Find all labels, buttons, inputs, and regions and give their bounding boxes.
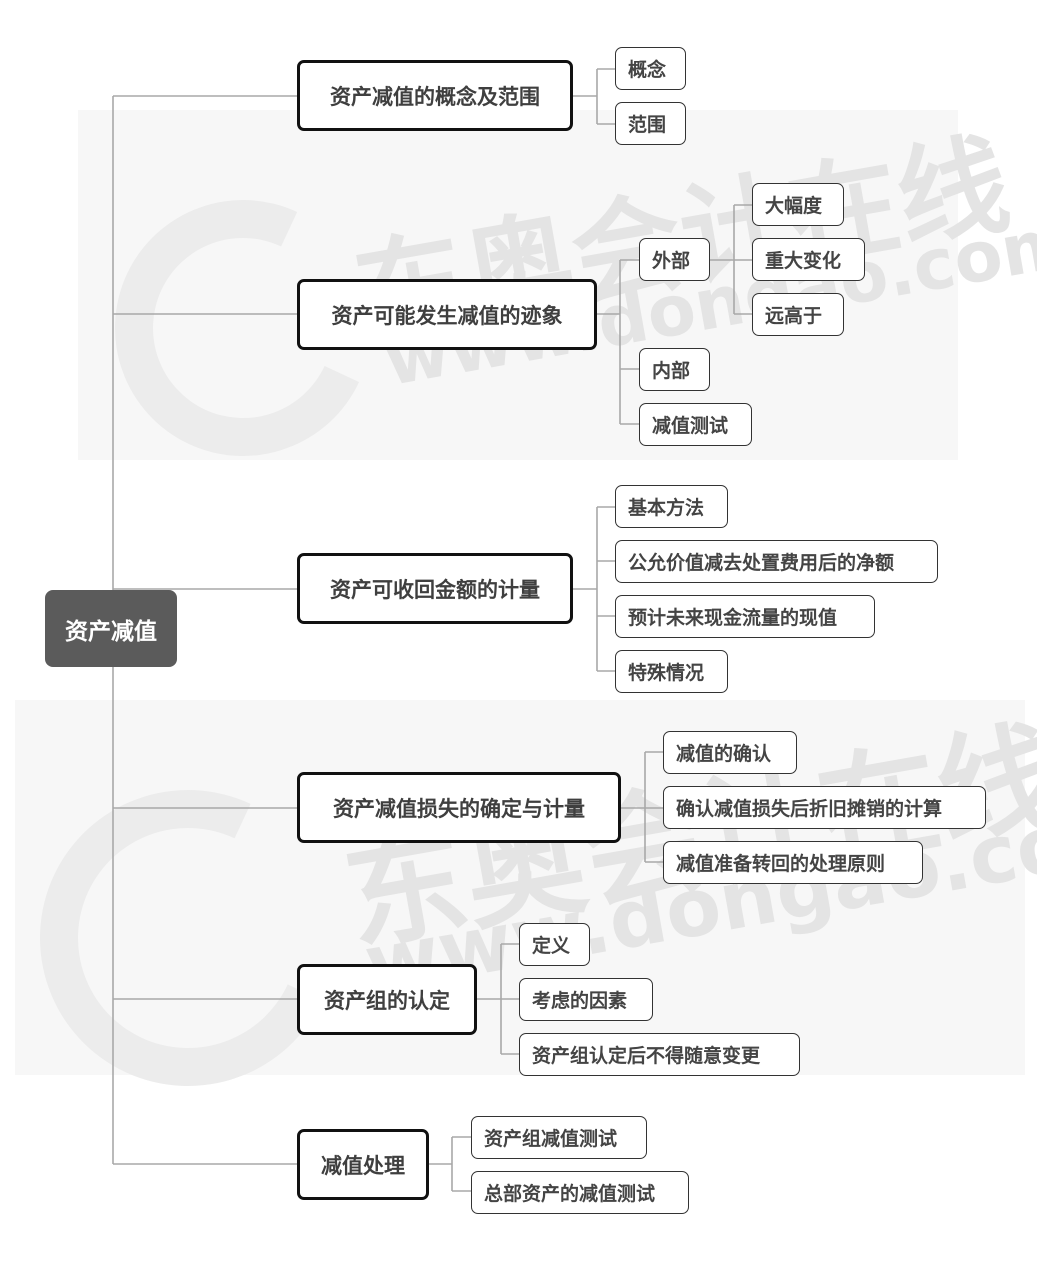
leaf-label: 定义 bbox=[532, 935, 571, 957]
leaf-label: 减值测试 bbox=[652, 415, 729, 437]
leaf-label: 确认减值损失后折旧摊销的计算 bbox=[676, 798, 943, 820]
branch-recoverable-amount[interactable]: 资产可收回金额的计量 bbox=[297, 553, 573, 624]
leaf-label: 重大变化 bbox=[765, 250, 842, 272]
branch-label: 资产组的认定 bbox=[324, 988, 450, 1013]
branch-label: 资产减值损失的确定与计量 bbox=[333, 796, 585, 821]
leaf-large-decline[interactable]: 大幅度 bbox=[752, 183, 844, 226]
branch-label: 资产减值的概念及范围 bbox=[330, 84, 540, 109]
leaf-external[interactable]: 外部 bbox=[639, 238, 710, 281]
leaf-label: 概念 bbox=[628, 59, 667, 81]
leaf-reversal-principle[interactable]: 减值准备转回的处理原则 bbox=[663, 841, 923, 884]
branch-label: 减值处理 bbox=[321, 1153, 405, 1178]
leaf-label: 公允价值减去处置费用后的净额 bbox=[628, 552, 895, 574]
leaf-label: 外部 bbox=[652, 250, 691, 272]
leaf-label: 特殊情况 bbox=[628, 662, 705, 684]
leaf-label: 远高于 bbox=[765, 305, 823, 327]
root-label: 资产减值 bbox=[65, 618, 157, 645]
leaf-present-value-cash-flows[interactable]: 预计未来现金流量的现值 bbox=[615, 595, 875, 638]
leaf-label: 总部资产的减值测试 bbox=[484, 1183, 656, 1205]
branch-label: 资产可能发生减值的迹象 bbox=[331, 303, 563, 328]
leaf-major-change[interactable]: 重大变化 bbox=[752, 238, 865, 281]
leaf-far-higher[interactable]: 远高于 bbox=[752, 293, 844, 336]
branch-concept-scope[interactable]: 资产减值的概念及范围 bbox=[297, 60, 573, 131]
leaf-corporate-asset-test[interactable]: 总部资产的减值测试 bbox=[471, 1171, 689, 1214]
leaf-label: 资产组认定后不得随意变更 bbox=[532, 1045, 761, 1067]
leaf-definition[interactable]: 定义 bbox=[519, 923, 590, 966]
branch-asset-group[interactable]: 资产组的认定 bbox=[297, 964, 477, 1035]
root-node[interactable]: 资产减值 bbox=[45, 590, 177, 667]
leaf-label: 范围 bbox=[628, 114, 667, 136]
branch-label: 资产可收回金额的计量 bbox=[330, 577, 540, 602]
leaf-label: 减值准备转回的处理原则 bbox=[676, 853, 886, 875]
leaf-no-arbitrary-change[interactable]: 资产组认定后不得随意变更 bbox=[519, 1033, 800, 1076]
leaf-fair-value-less-costs[interactable]: 公允价值减去处置费用后的净额 bbox=[615, 540, 938, 583]
branch-loss-measurement[interactable]: 资产减值损失的确定与计量 bbox=[297, 772, 621, 843]
branch-impairment-handling[interactable]: 减值处理 bbox=[297, 1129, 429, 1200]
leaf-basic-method[interactable]: 基本方法 bbox=[615, 485, 728, 528]
leaf-label: 内部 bbox=[652, 360, 691, 382]
branch-impairment-indicators[interactable]: 资产可能发生减值的迹象 bbox=[297, 279, 597, 350]
leaf-concept[interactable]: 概念 bbox=[615, 47, 686, 90]
leaf-depreciation-after-loss[interactable]: 确认减值损失后折旧摊销的计算 bbox=[663, 786, 986, 829]
leaf-impairment-test[interactable]: 减值测试 bbox=[639, 403, 752, 446]
leaf-label: 预计未来现金流量的现值 bbox=[628, 607, 838, 629]
leaf-factors[interactable]: 考虑的因素 bbox=[519, 978, 653, 1021]
leaf-label: 基本方法 bbox=[628, 497, 705, 519]
leaf-impairment-recognition[interactable]: 减值的确认 bbox=[663, 731, 797, 774]
leaf-label: 资产组减值测试 bbox=[484, 1128, 618, 1150]
leaf-label: 减值的确认 bbox=[676, 743, 772, 765]
leaf-scope[interactable]: 范围 bbox=[615, 102, 686, 145]
leaf-special-cases[interactable]: 特殊情况 bbox=[615, 650, 728, 693]
leaf-internal[interactable]: 内部 bbox=[639, 348, 710, 391]
leaf-label: 考虑的因素 bbox=[532, 990, 628, 1012]
leaf-label: 大幅度 bbox=[765, 195, 823, 217]
leaf-asset-group-test[interactable]: 资产组减值测试 bbox=[471, 1116, 647, 1159]
